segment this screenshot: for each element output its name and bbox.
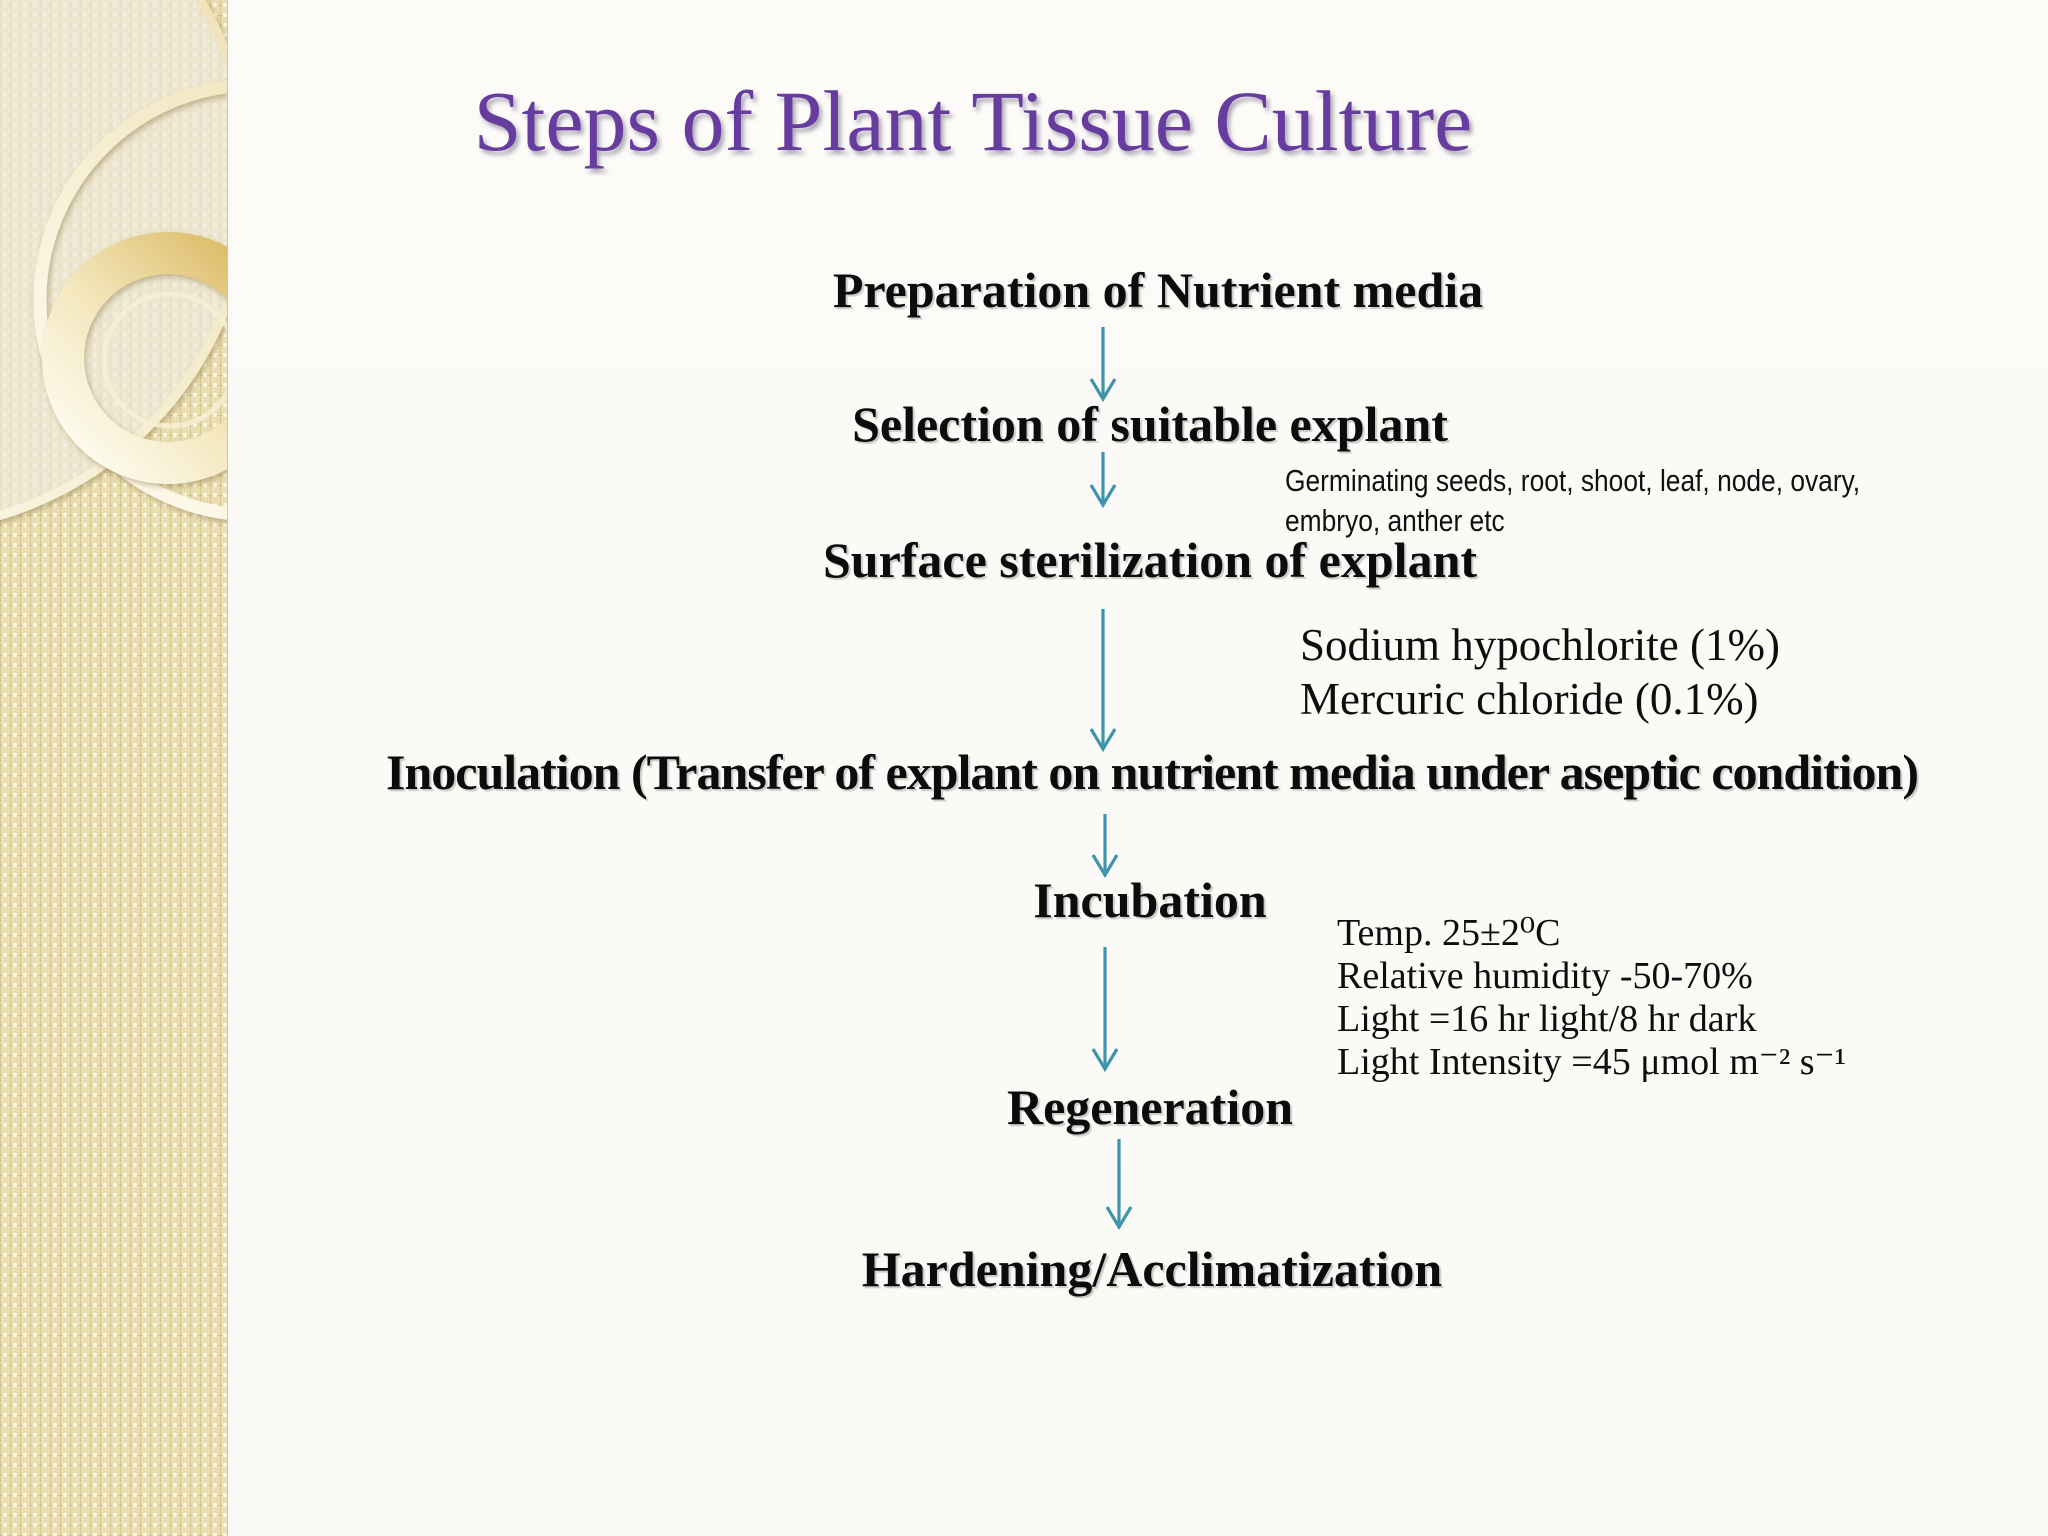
flow-arrow-5-down-icon	[1085, 945, 1125, 1072]
flow-arrow-4-down-icon	[1085, 812, 1125, 878]
note-incubation-line4: Light Intensity =45 μmol m⁻² s⁻¹	[1337, 1041, 1846, 1083]
flow-arrow-3-down-icon	[1083, 607, 1123, 752]
inner-ring	[101, 291, 227, 429]
flow-step-hardening: Hardening/Acclimatization	[861, 1241, 1443, 1297]
page-title: Steps of Plant Tissue Culture	[473, 73, 1473, 169]
flow-step-sterilization: Surface sterilization of explant	[822, 532, 1478, 588]
flow-step-selection: Selection of suitable explant	[852, 396, 1448, 452]
thin-ring	[33, 80, 227, 520]
decorative-rings	[0, 0, 227, 521]
note-sterilization-agents: Sodium hypochlorite (1%) Mercuric chlori…	[1300, 618, 1780, 726]
flow-step-preparation: Preparation of Nutrient media	[832, 262, 1484, 318]
note-incubation-conditions: Temp. 25±2⁰C Relative humidity -50-70% L…	[1337, 912, 1846, 1084]
note-explant-examples: Germinating seeds, root, shoot, leaf, no…	[1285, 461, 1860, 541]
note-explant-examples-line2: embryo, anther etc	[1285, 503, 1505, 538]
gold-ring	[42, 232, 227, 484]
flow-step-regeneration: Regeneration	[1006, 1079, 1294, 1135]
note-sterilization-line2: Mercuric chloride (0.1%)	[1300, 674, 1759, 724]
flow-arrow-1-down-icon	[1083, 325, 1123, 402]
sidebar-decoration	[0, 0, 228, 1536]
note-explant-examples-line1: Germinating seeds, root, shoot, leaf, no…	[1285, 463, 1861, 498]
flow-arrow-2-down-icon	[1083, 450, 1123, 508]
flow-step-incubation: Incubation	[1033, 872, 1267, 928]
note-incubation-line2: Relative humidity -50-70%	[1337, 955, 1753, 997]
flow-step-inoculation: Inoculation (Transfer of explant on nutr…	[385, 744, 1919, 800]
note-incubation-line1: Temp. 25±2⁰C	[1337, 912, 1561, 954]
note-incubation-line3: Light =16 hr light/8 hr dark	[1337, 998, 1757, 1040]
flow-arrow-6-down-icon	[1099, 1137, 1139, 1230]
note-sterilization-line1: Sodium hypochlorite (1%)	[1300, 620, 1780, 670]
